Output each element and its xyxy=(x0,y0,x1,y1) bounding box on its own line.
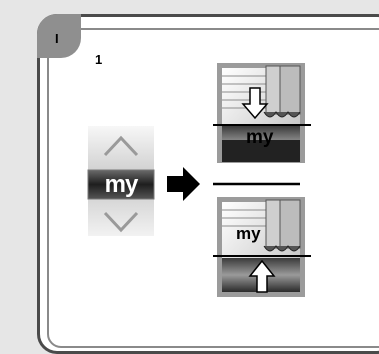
window-top-my-label: my xyxy=(246,127,274,148)
chevron-up-icon[interactable] xyxy=(103,135,139,157)
my-button-label: my xyxy=(104,170,139,198)
my-button[interactable] xyxy=(87,169,155,200)
section-label: I xyxy=(55,31,59,46)
step-number: 1 xyxy=(95,52,103,67)
window-top xyxy=(213,63,311,163)
illustration xyxy=(87,63,311,297)
window-bottom xyxy=(213,197,311,297)
section-tab xyxy=(37,14,81,58)
chevron-down-icon[interactable] xyxy=(103,211,139,233)
arrow-down-icon xyxy=(241,87,269,120)
arrow-up-icon xyxy=(248,259,276,293)
window-bottom-my-label: my xyxy=(236,224,261,243)
remote-keypad xyxy=(87,126,155,236)
arrow-right-icon xyxy=(167,167,200,201)
